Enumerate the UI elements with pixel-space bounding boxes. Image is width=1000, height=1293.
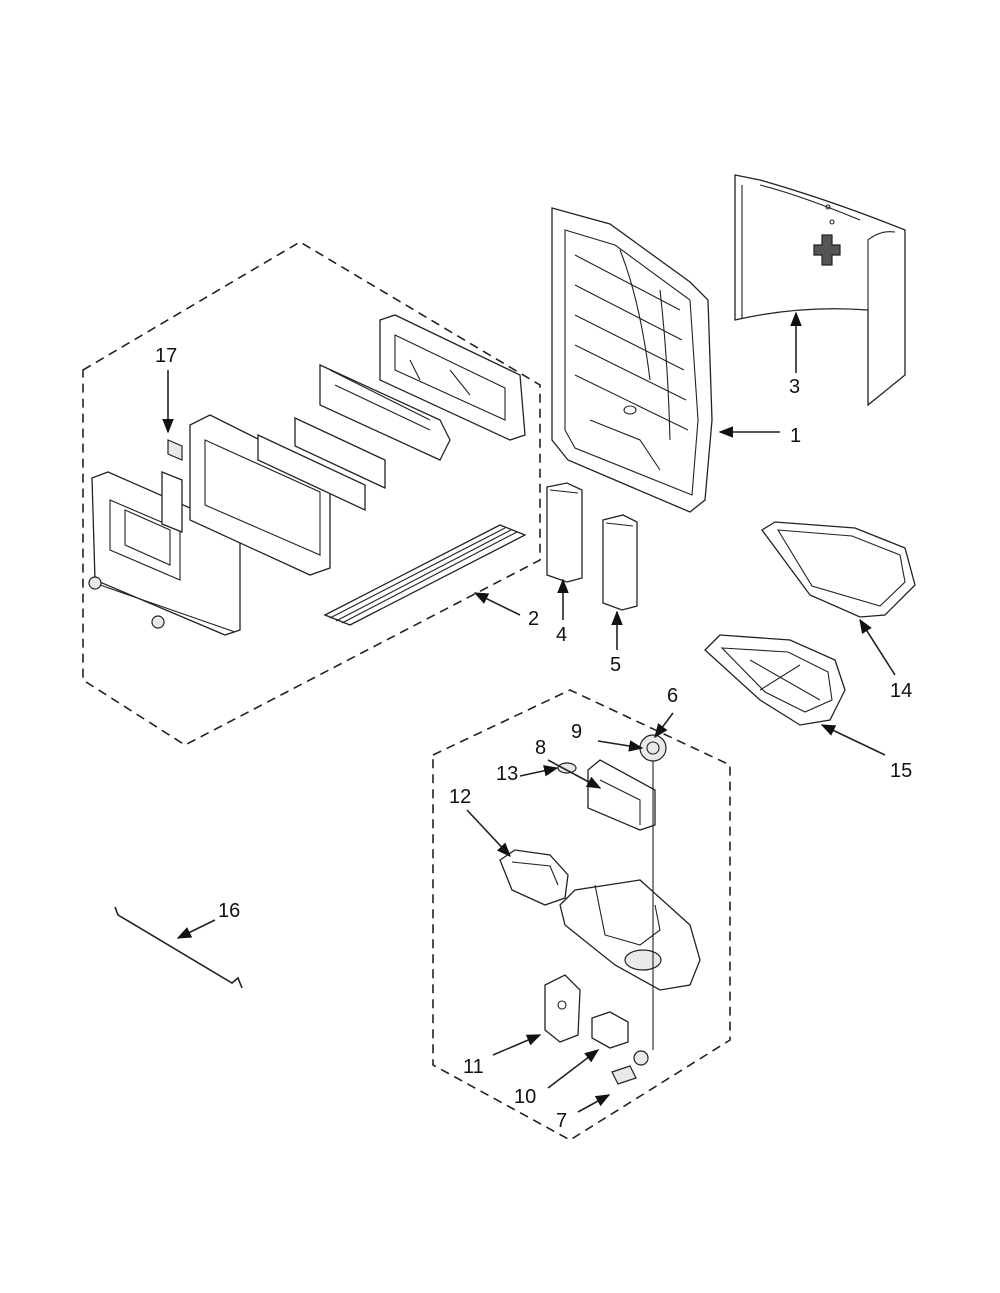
dispenser-assembly-parts [499,734,701,1085]
callout-4: 4 [556,624,567,646]
control-panel-assembly-parts [88,314,527,636]
tray-part-15 [704,634,846,726]
curved-cover-part [734,174,906,407]
wire-part-16 [114,906,243,989]
callout-5: 5 [610,654,621,676]
pad-part-5 [602,514,638,611]
callout-8: 8 [535,737,546,759]
callout-7: 7 [556,1110,567,1132]
callout-13: 13 [496,763,518,785]
callout-3: 3 [789,376,800,398]
callout-12: 12 [449,786,471,808]
tray-part-14 [761,521,916,618]
callout-14: 14 [890,680,912,702]
housing-frame-part [551,207,713,513]
callout-10: 10 [514,1086,536,1108]
pad-5-edge [605,522,634,527]
callout-9: 9 [571,721,582,743]
pad-4-edge [549,489,579,494]
callout-1: 1 [790,425,801,447]
leader-lines [162,311,896,1113]
callout-2: 2 [528,608,539,630]
callout-6: 6 [667,685,678,707]
callout-11: 11 [463,1056,484,1078]
callout-15: 15 [890,760,912,782]
callout-17: 17 [155,345,177,367]
callout-16: 16 [218,900,240,922]
pad-part-4 [546,482,583,583]
assembly-2-dashed-boundary [82,241,541,746]
assembly-6-dashed-boundary [432,689,731,1141]
